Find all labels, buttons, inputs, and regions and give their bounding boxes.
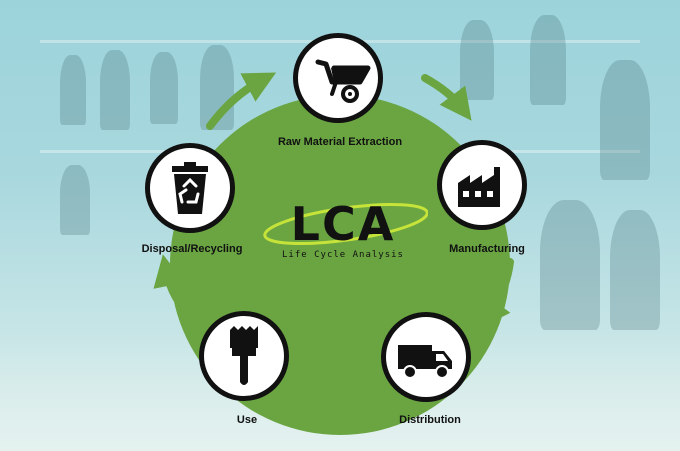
stage-label-raw-material-extraction: Raw Material Extraction xyxy=(277,136,403,148)
factory-icon xyxy=(458,167,500,207)
stage-raw-material-extraction xyxy=(293,33,383,123)
wheelbarrow-icon xyxy=(315,59,371,103)
stage-label-disposal-recycling: Disposal/Recycling xyxy=(141,243,243,255)
stage-label-distribution: Distribution xyxy=(399,414,461,426)
background-dress xyxy=(540,200,600,330)
lca-subtitle: Life Cycle Analysis xyxy=(282,250,404,260)
orbit-swoosh-icon xyxy=(263,202,428,246)
stage-distribution xyxy=(381,312,471,402)
arrow-disposal-to-raw xyxy=(206,72,277,130)
background-dress xyxy=(60,165,90,235)
background-dress xyxy=(610,210,660,330)
background-dress xyxy=(530,15,566,105)
background-dress xyxy=(600,60,650,180)
lca-acronym: LCA xyxy=(290,197,396,251)
truck-icon xyxy=(398,345,452,379)
stage-disposal-recycling xyxy=(145,143,235,233)
arrow-use-to-disposal xyxy=(153,254,197,322)
background-dress xyxy=(100,50,130,130)
stage-manufacturing xyxy=(437,140,527,230)
lca-logo: LCA Life Cycle Analysis xyxy=(258,196,428,266)
background-dress xyxy=(60,55,86,125)
stage-use xyxy=(199,311,289,401)
paintbrush-icon xyxy=(230,326,258,385)
stage-label-manufacturing: Manufacturing xyxy=(449,243,525,255)
arrow-manufacturing-to-distribution xyxy=(478,258,514,329)
background-dress xyxy=(150,52,178,124)
arrow-distribution-to-use xyxy=(302,390,376,423)
recycle-bin-icon xyxy=(172,162,208,214)
stage-label-use: Use xyxy=(236,414,258,426)
arrow-raw-to-manufacturing xyxy=(421,74,472,121)
